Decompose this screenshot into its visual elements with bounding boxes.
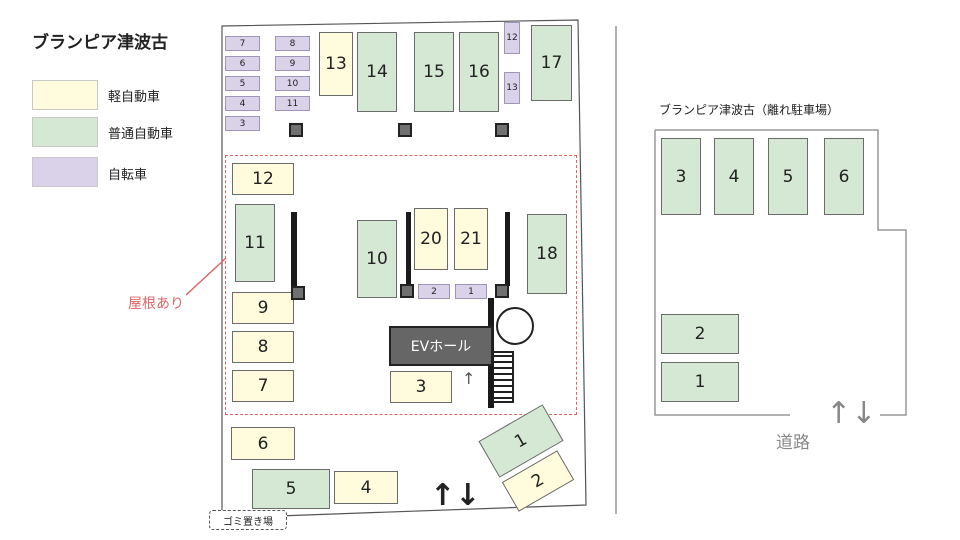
annex-title: ブランピア津波古（離れ駐車場）	[659, 103, 840, 117]
annex-spot-4: 4	[714, 138, 754, 215]
parking-spot-20: 20	[414, 208, 448, 270]
ev-hall: EVホール	[389, 326, 493, 366]
bike-spot: 2	[418, 284, 450, 299]
covered-area	[225, 155, 577, 415]
pillar	[495, 123, 509, 137]
annex-spot-1: 1	[661, 362, 739, 402]
parking-spot-13: 13	[319, 32, 353, 96]
annex-spot-6: 6	[824, 138, 864, 215]
bike-spot: 12	[504, 22, 520, 54]
bike-spot: 4	[225, 96, 260, 111]
entrance-arrows-icon: ↑↓	[430, 478, 481, 513]
annex-spot-2: 2	[661, 314, 739, 354]
bike-spot: 9	[275, 56, 310, 71]
roof-label: 屋根あり	[128, 296, 184, 312]
legend-swatch-kei	[32, 80, 98, 110]
bike-spot: 8	[275, 36, 310, 51]
pillar	[495, 284, 509, 298]
wall	[505, 212, 510, 286]
pillar	[291, 286, 305, 300]
parking-spot-14: 14	[357, 32, 397, 112]
parking-spot-10: 10	[357, 220, 397, 298]
stairs-icon	[493, 307, 534, 403]
bike-spot: 6	[225, 56, 260, 71]
legend-swatch-futsuu	[32, 117, 98, 147]
pillar	[398, 123, 412, 137]
parking-spot-4: 4	[334, 471, 398, 504]
legend-label-kei: 軽自動車	[108, 90, 161, 105]
bike-spot: 1	[455, 284, 487, 299]
bike-spot: 11	[275, 96, 310, 111]
garbage-area: ゴミ置き場	[209, 510, 287, 530]
bike-spot: 5	[225, 76, 260, 91]
parking-spot-8: 8	[232, 331, 294, 363]
pillar	[289, 123, 303, 137]
bike-spot: 10	[275, 76, 310, 91]
bike-spot: 3	[225, 116, 260, 131]
parking-spot-9: 9	[232, 292, 294, 324]
parking-spot-11: 11	[235, 204, 275, 282]
pillar	[400, 284, 414, 298]
legend-label-bike: 自転車	[108, 168, 148, 183]
parking-spot-21: 21	[454, 208, 488, 270]
bike-spot: 13	[504, 72, 520, 104]
legend-label-futsuu: 普通自動車	[108, 127, 174, 142]
parking-spot-15: 15	[414, 32, 454, 112]
parking-spot-16: 16	[459, 32, 499, 112]
road-arrows-icon: ↑↓	[826, 396, 877, 431]
parking-spot-17: 17	[531, 25, 572, 101]
wall	[291, 212, 297, 292]
page-title: ブランピア津波古	[32, 33, 168, 53]
arrow-up-icon: ↑	[462, 369, 476, 388]
bike-spot: 7	[225, 36, 260, 51]
parking-spot-5: 5	[252, 469, 330, 509]
parking-spot-3: 3	[390, 371, 452, 403]
parking-spot-18: 18	[527, 214, 567, 294]
wall	[406, 212, 411, 286]
parking-spot-12: 12	[232, 163, 294, 195]
legend-swatch-bike	[32, 157, 98, 187]
parking-spot-7: 7	[232, 370, 294, 402]
annex-spot-3: 3	[661, 138, 701, 215]
parking-spot-6: 6	[231, 427, 295, 460]
annex-spot-5: 5	[768, 138, 808, 215]
road-label: 道路	[776, 433, 810, 453]
